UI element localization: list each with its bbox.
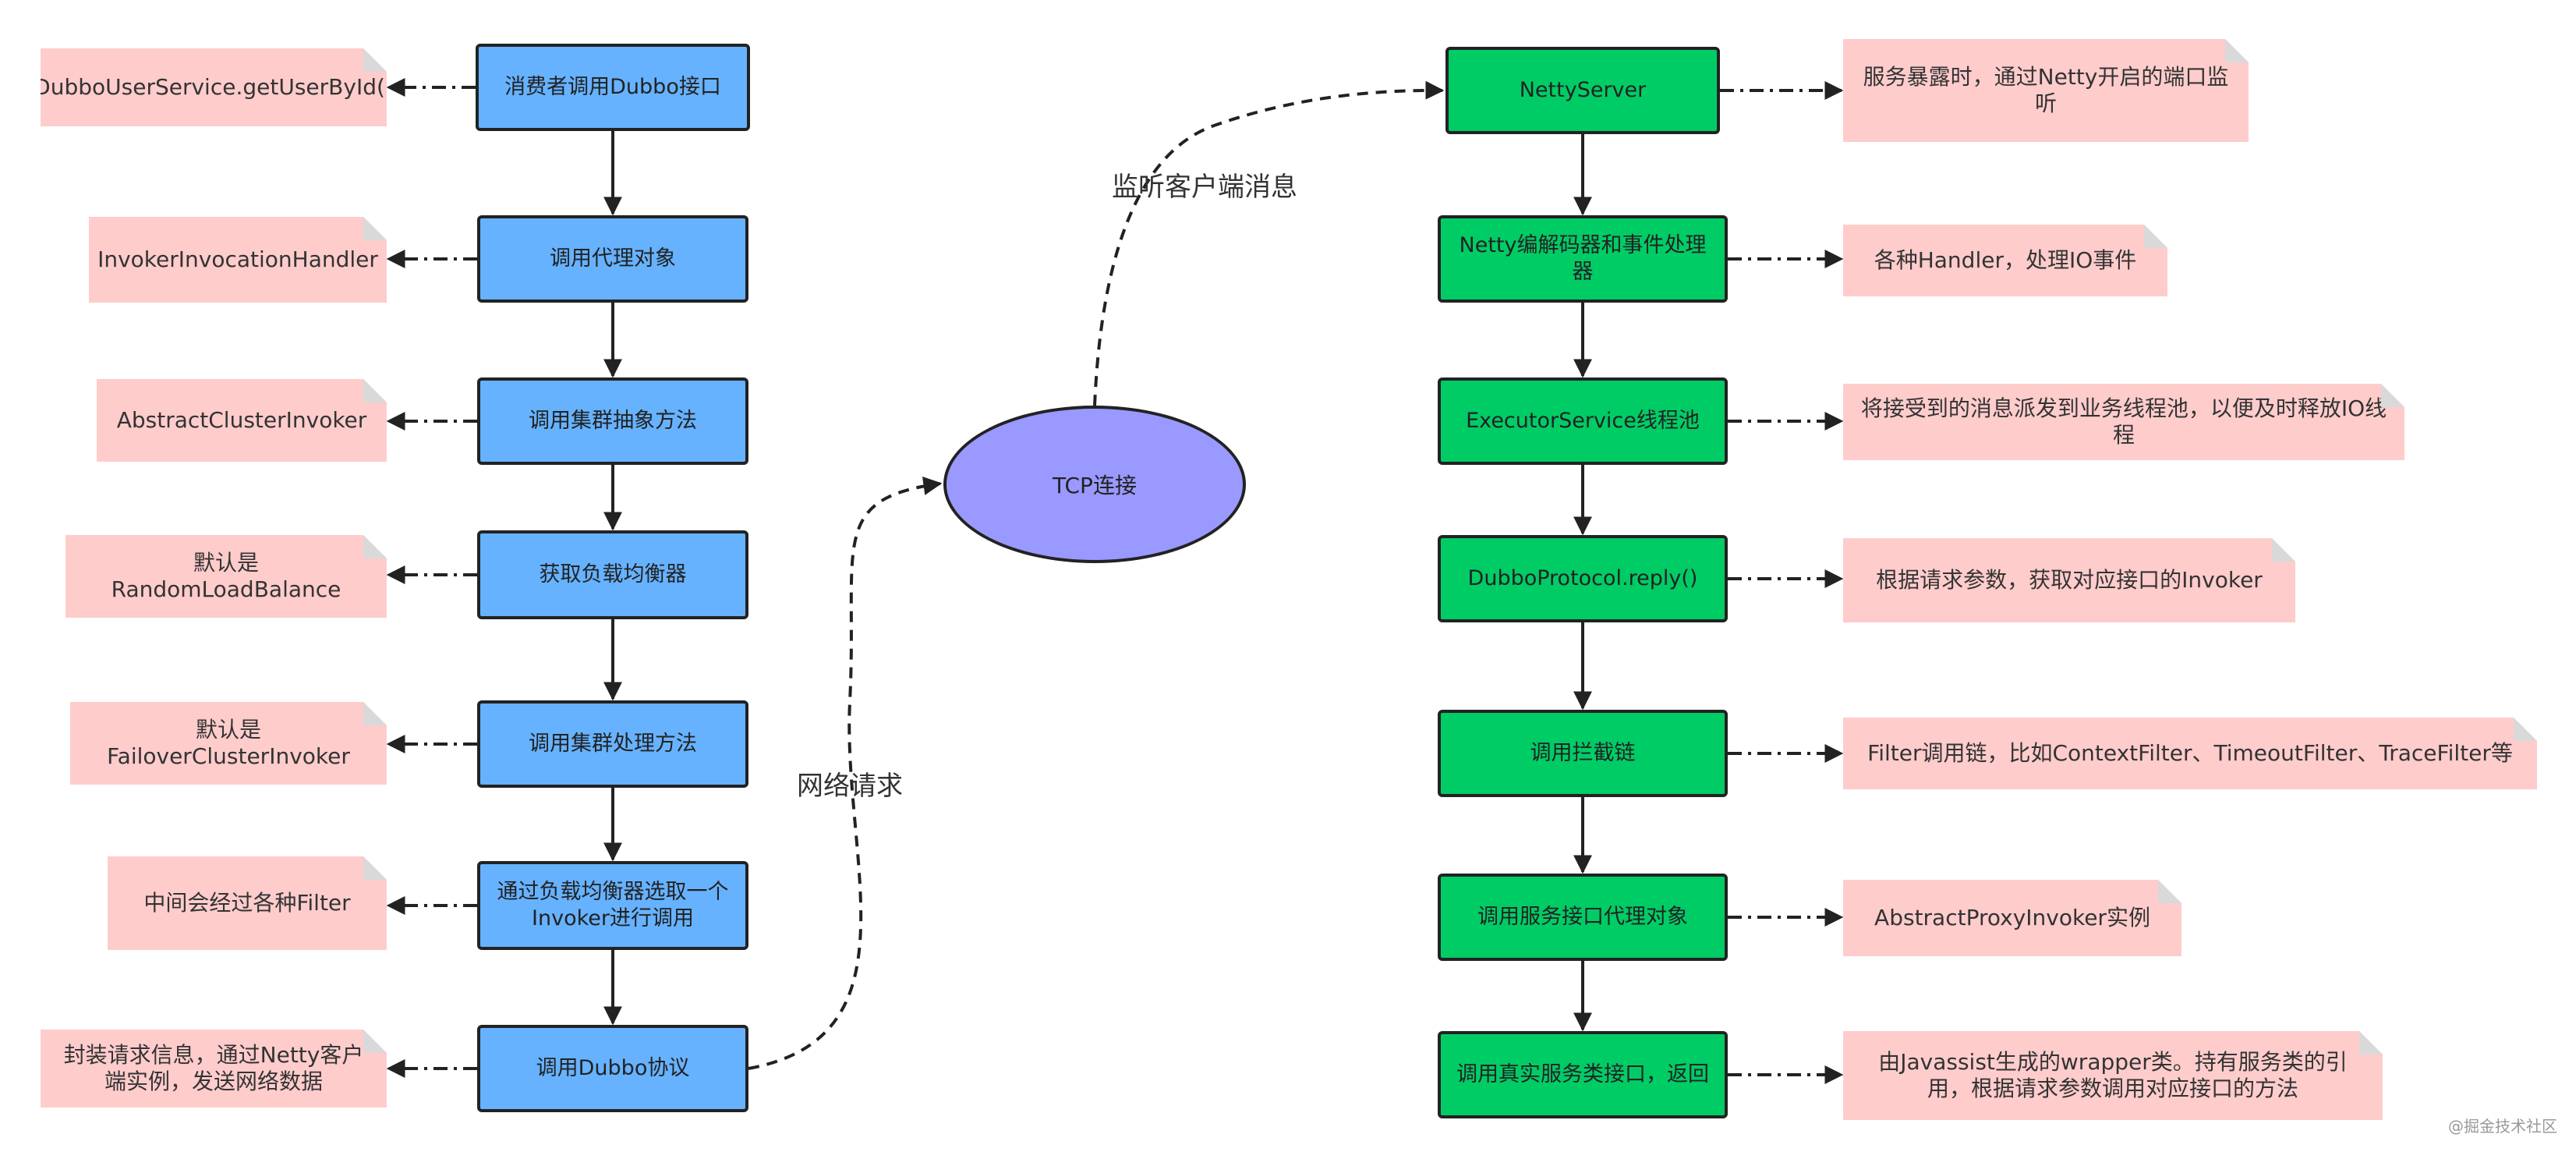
network-request-connector xyxy=(748,477,943,1070)
note-filter-chain: Filter调用链，比如ContextFilter、TimeoutFilter、… xyxy=(1843,718,2537,789)
note-filters: 中间会经过各种Filter xyxy=(108,856,387,950)
flow-step-proxy: 调用代理对象 xyxy=(477,215,748,303)
tcp-connection-node: TCP连接 xyxy=(943,406,1246,563)
note-get-user-by-id: DubboUserService.getUserById() xyxy=(41,48,387,126)
note-random-load-balance: 默认是RandomLoadBalance xyxy=(65,535,387,618)
flow-step-consumer-call: 消费者调用Dubbo接口 xyxy=(476,44,750,131)
flow-step-cluster-handle: 调用集群处理方法 xyxy=(477,700,748,788)
note-netty-client: 封装请求信息，通过Netty客户端实例，发送网络数据 xyxy=(41,1030,387,1108)
flow-step-netty-server: NettyServer xyxy=(1445,47,1720,134)
note-abstract-proxy-invoker: AbstractProxyInvoker实例 xyxy=(1843,880,2181,956)
listen-client-label: 监听客户端消息 xyxy=(1112,172,1297,203)
flow-step-executor-service: ExecutorService线程池 xyxy=(1438,377,1728,465)
note-failover-cluster-invoker: 默认是FailoverClusterInvoker xyxy=(70,702,387,785)
flow-step-select-invoker: 通过负载均衡器选取一个Invoker进行调用 xyxy=(477,861,748,950)
flow-step-service-proxy: 调用服务接口代理对象 xyxy=(1438,874,1728,961)
flow-step-interceptor-chain: 调用拦截链 xyxy=(1438,710,1728,797)
note-get-invoker: 根据请求参数，获取对应接口的Invoker xyxy=(1843,538,2295,622)
note-thread-pool-dispatch: 将接受到的消息派发到业务线程池，以便及时释放IO线程 xyxy=(1843,384,2404,460)
flow-step-load-balancer: 获取负载均衡器 xyxy=(477,530,748,619)
note-abstract-cluster-invoker: AbstractClusterInvoker xyxy=(97,379,387,462)
flow-step-real-service: 调用真实服务类接口，返回 xyxy=(1438,1031,1728,1118)
flow-step-cluster-abstract: 调用集群抽象方法 xyxy=(477,377,748,465)
listen-connector xyxy=(1093,80,1445,406)
flow-step-dubbo-protocol: 调用Dubbo协议 xyxy=(477,1025,748,1112)
flow-step-protocol-reply: DubboProtocol.reply() xyxy=(1438,535,1728,622)
network-request-label: 网络请求 xyxy=(797,771,903,802)
note-invocation-handler: InvokerInvocationHandler xyxy=(89,217,387,303)
watermark: @掘金技术社区 xyxy=(2448,1117,2557,1136)
note-handlers: 各种Handler，处理IO事件 xyxy=(1843,225,2167,296)
note-javassist-wrapper: 由Javassist生成的wrapper类。持有服务类的引用，根据请求参数调用对… xyxy=(1843,1031,2383,1120)
note-port-listen: 服务暴露时，通过Netty开启的端口监听 xyxy=(1843,39,2249,142)
flow-step-netty-codec: Netty编解码器和事件处理器 xyxy=(1438,215,1728,303)
